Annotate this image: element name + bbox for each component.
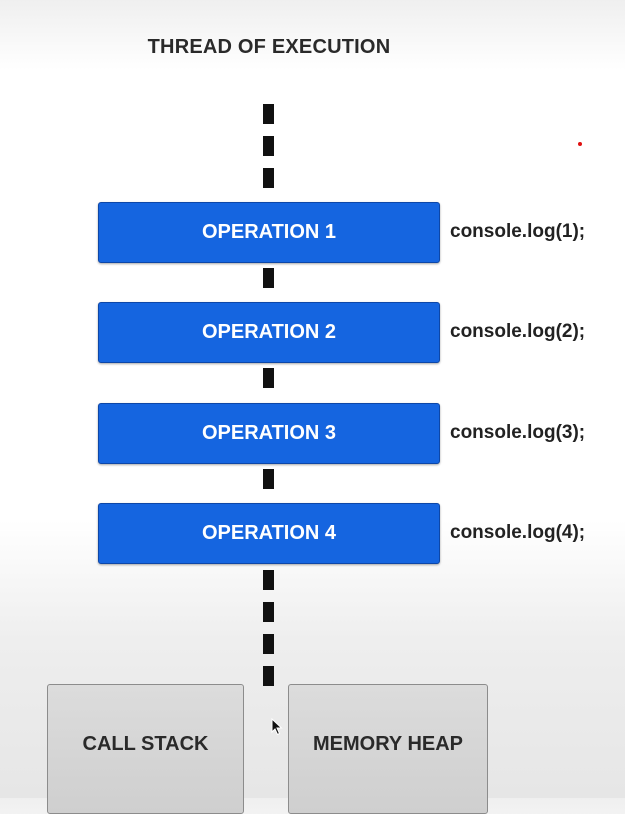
operation-1-box: OPERATION 1: [98, 202, 440, 263]
thread-line-bottom: [263, 570, 274, 690]
thread-line-segment-1: [263, 268, 274, 288]
call-stack-label: CALL STACK: [82, 733, 209, 755]
operation-2-label: OPERATION 2: [201, 321, 337, 343]
operation-4-label: OPERATION 4: [201, 522, 337, 544]
operation-4-box: OPERATION 4: [98, 503, 440, 564]
operation-1-code: console.log(1);: [450, 220, 586, 242]
mouse-pointer-icon: [271, 718, 283, 736]
operation-1-label: OPERATION 1: [201, 221, 337, 243]
call-stack-box: CALL STACK: [47, 684, 244, 814]
red-dot-marker: [578, 142, 582, 146]
operation-3-code: console.log(3);: [450, 421, 586, 443]
thread-line-segment-2: [263, 368, 274, 388]
operation-3-label: OPERATION 3: [201, 422, 337, 444]
memory-heap-label: MEMORY HEAP: [312, 733, 464, 755]
operation-2-box: OPERATION 2: [98, 302, 440, 363]
memory-heap-box: MEMORY HEAP: [288, 684, 488, 814]
thread-line-segment-3: [263, 469, 274, 489]
operation-4-code: console.log(4);: [450, 521, 586, 543]
operation-2-code: console.log(2);: [450, 320, 586, 342]
operation-3-box: OPERATION 3: [98, 403, 440, 464]
diagram-title: THREAD OF EXECUTION: [147, 36, 391, 58]
thread-line-top: [263, 104, 274, 188]
